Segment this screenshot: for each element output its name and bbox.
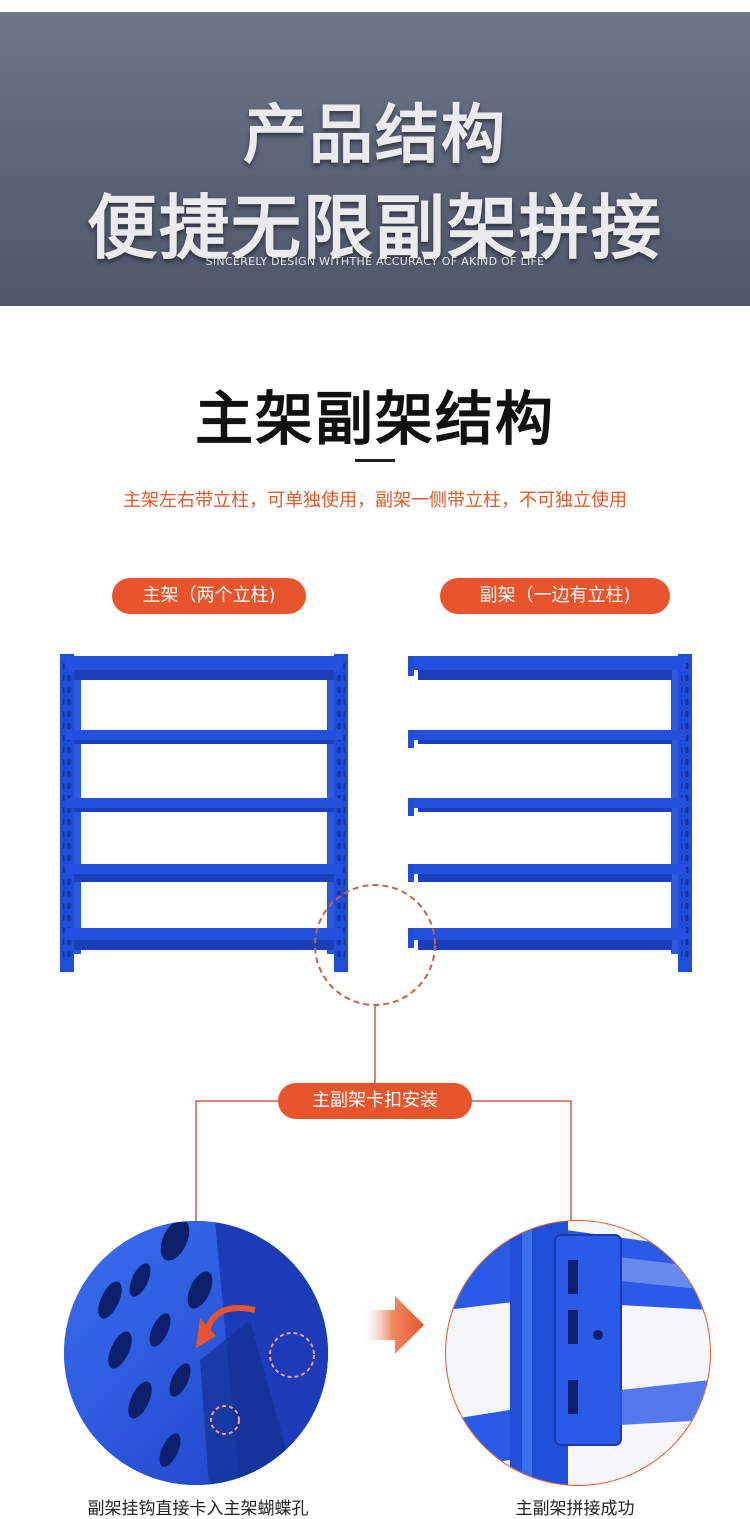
section-divider — [355, 459, 395, 462]
banner-title: 产品结构 — [243, 99, 507, 173]
sub-frame-label: 副架（一边有立柱) — [440, 578, 670, 614]
caption-hook: 副架挂钩直接卡入主架蝴蝶孔 — [87, 1499, 309, 1519]
banner-headline: 便捷无限副架拼接 — [87, 187, 663, 269]
main-frame-rack — [60, 654, 348, 972]
section-description: 主架左右带立柱，可单独使用，副架一侧带立柱，不可独立使用 — [123, 490, 627, 511]
main-frame-label: 主架（两个立柱) — [112, 578, 306, 614]
hook-detail-photo — [64, 1221, 328, 1485]
arrow-right-icon — [360, 1296, 424, 1354]
install-label: 主副架卡扣安装 — [278, 1083, 472, 1119]
banner-subtitle: SINCERELY DESIGN WITHTHE ACCURACY OF AKI… — [205, 255, 545, 268]
caption-assembled: 主副架拼接成功 — [515, 1499, 635, 1519]
header-banner: 产品结构 便捷无限副架拼接 SINCERELY DESIGN WITHTHE A… — [0, 12, 750, 306]
sub-frame-rack — [408, 654, 692, 972]
assembled-detail-photo — [445, 1220, 711, 1486]
section-title: 主架副架结构 — [194, 385, 555, 453]
